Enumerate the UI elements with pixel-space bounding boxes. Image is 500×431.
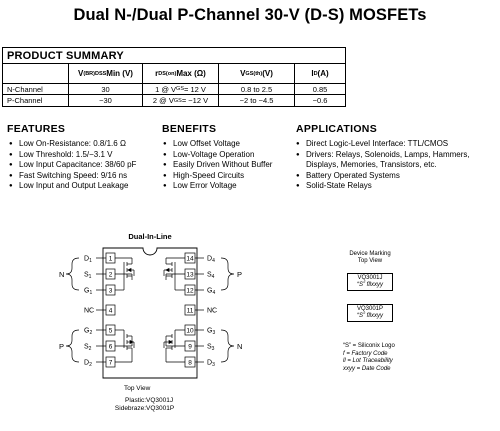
legend-line: ll = Lot Traceability [343,358,393,364]
pin-label: D1 [84,256,92,265]
n-mosfet-lower-right-icon [163,329,185,363]
pin-label: G4 [207,288,215,297]
cell-id: −0.6 [312,96,328,105]
pin-label: NC [84,308,94,315]
pin-label: D4 [207,256,215,265]
pin-label: S1 [84,272,92,281]
left-upper-type: N [59,270,64,279]
benefits-heading: BENEFITS [162,123,217,135]
top-view-label: Top View [124,385,151,392]
legend-line: f = Factory Code [343,350,388,357]
pin-label: D3 [207,360,215,369]
pin-number: 8 [188,359,192,366]
package-title: Dual-In-Line [128,232,171,241]
pin-label: G3 [207,328,215,337]
pin-number: 2 [109,271,113,278]
list-item: Low Offset Voltage [163,139,272,150]
pin-number: 14 [186,255,194,262]
pin-number: 4 [109,307,113,314]
pin-number: 3 [109,287,113,294]
p-mosfet-lower-left-icon [115,329,135,363]
pin-label: S4 [207,272,215,281]
header-channel [3,64,69,83]
right-lower-type: N [237,342,242,351]
page-title: Dual N-/Dual P-Channel 30-V (D-S) MOSFET… [73,6,427,24]
package-values: VQ3001J VQ3001P [146,397,175,412]
marking-box-sidebraze: VQ3001P “S” fllxxyy [347,304,393,322]
pin-label: G2 [84,328,92,337]
left-lower-type: P [59,342,64,351]
list-item: Easily Driven Without Buffer [163,160,272,171]
right-upper-type: P [237,270,242,279]
package-labels: Plastic: Sidebraze: [114,397,146,412]
list-item: Low-Voltage Operation [163,150,272,161]
benefits-list: Low Offset Voltage Low-Voltage Operation… [163,139,272,192]
package-outline [102,247,198,379]
list-item: Displays, Memories, Transistors, etc. [306,160,437,169]
cell-vgs: −2 to −4.5 [219,95,295,106]
list-item: Solid-State Relays [296,181,470,192]
list-item: High-Speed Circuits [163,171,272,182]
list-item: Direct Logic-Level Interface: TTL/CMOS [296,139,470,150]
applications-heading: APPLICATIONS [296,123,377,135]
list-item: Low Input and Output Leakage [9,181,136,192]
cell-vbr: −30 [69,95,143,106]
list-item: Fast Switching Speed: 9/16 ns [9,171,136,182]
pin-number: 5 [109,327,113,334]
list-item: Low On-Resistance: 0.8/1.6 Ω [9,139,136,150]
list-item: Low Error Voltage [163,181,272,192]
product-summary-heading: PRODUCT SUMMARY [3,48,345,64]
pin-label: S3 [207,344,215,353]
list-item: Battery Operated Systems [296,171,470,182]
legend-line: xxyy = Date Code [343,365,391,372]
pin-number: 12 [186,287,194,294]
p-mosfet-upper-right-icon [163,257,185,291]
pin-number: 9 [188,343,192,350]
pin-number: 13 [186,271,194,278]
n-mosfet-upper-left-icon [115,257,135,291]
list-item: Low Input Capacitance: 38/60 pF [9,160,136,171]
header-vbrdss: V(BR)DSS Min (V) [69,64,143,83]
pin-number: 7 [109,359,113,366]
pin-number: 6 [109,343,113,350]
features-list: Low On-Resistance: 0.8/1.6 Ω Low Thresho… [9,139,136,192]
cell-vgs: 0.8 to 2.5 [219,84,295,94]
pin-label: G1 [84,288,92,297]
list-item: Drivers: Relays, Solenoids, Lamps, Hamme… [296,150,470,161]
marking-box-plastic: VQ3001J “S” fllxxyy [347,273,393,291]
pin-number: 1 [109,255,113,262]
list-item: Low Threshold: 1.5/−3.1 V [9,150,136,161]
pin-number: 11 [187,307,194,314]
applications-list: Direct Logic-Level Interface: TTL/CMOS D… [296,139,470,192]
pin-label: S2 [84,344,92,353]
pin-label: D2 [84,360,92,369]
cell-vbr: 30 [69,84,143,94]
cell-id: 0.85 [312,84,328,94]
cell-channel: N-Channel [3,84,69,94]
brackets [65,257,235,363]
marking-legend: “S” = Siliconix Logo f = Factory Code ll… [343,343,395,373]
features-heading: FEATURES [7,123,66,135]
pin-label: NC [207,308,217,315]
pin-number: 10 [186,327,194,334]
device-marking-title: Device Marking Top View [349,251,391,264]
legend-line: “S” = Siliconix Logo [343,343,395,349]
cell-channel: P-Channel [3,95,69,106]
